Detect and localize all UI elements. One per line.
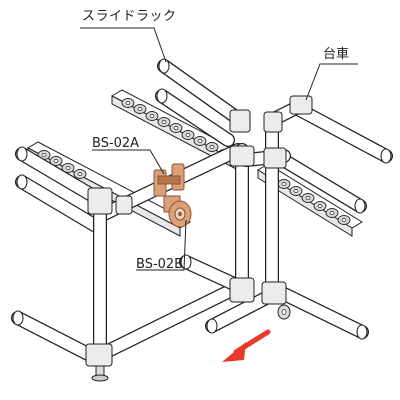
- roller-rail-right: [257, 163, 363, 237]
- pipe-joints: [85, 95, 313, 367]
- adjuster-foot: [91, 365, 109, 382]
- label-bs-02b: BS-02B: [136, 257, 184, 272]
- label-bs-02a: BS-02A: [92, 136, 140, 151]
- label-slide-rack: スライドラック: [82, 9, 177, 24]
- cart-caster: [277, 304, 291, 320]
- pipe-end-caps: [12, 58, 392, 340]
- arrow-down-left-icon: [222, 329, 271, 362]
- roller-rail-back-left: [110, 89, 254, 173]
- label-cart: 台車: [323, 47, 350, 62]
- leader-lines: [80, 27, 358, 271]
- bs-02a-bracket: [153, 163, 185, 197]
